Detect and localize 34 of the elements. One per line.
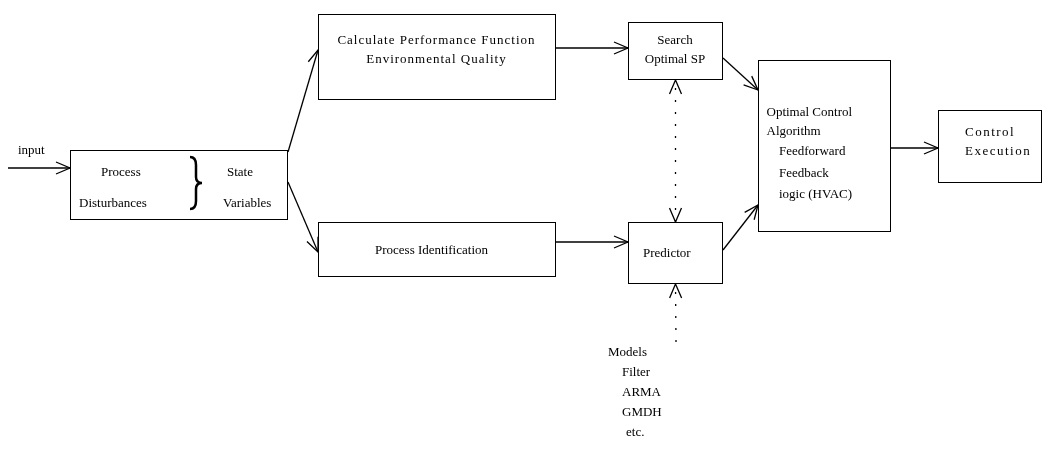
model-list-item: Models xyxy=(608,344,647,360)
process-box xyxy=(758,60,891,232)
process-box xyxy=(70,150,288,220)
node-label: State xyxy=(227,164,253,180)
node-label: Variables xyxy=(223,195,272,211)
node-label: Search Optimal SP xyxy=(643,31,707,68)
arrow xyxy=(555,41,629,55)
process-box xyxy=(628,22,723,80)
model-list-item: ARMA xyxy=(622,384,661,400)
model-list-item: Filter xyxy=(622,364,651,380)
node-label: iogic (HVAC) xyxy=(779,186,853,202)
node-label: Control Execution xyxy=(965,123,1033,160)
arrow xyxy=(555,235,629,249)
process-box xyxy=(938,110,1042,183)
arrow xyxy=(890,141,939,155)
node-label: Process xyxy=(101,164,141,180)
arrow xyxy=(722,57,759,91)
node-label: Feedforward xyxy=(779,143,846,159)
node-label: Process Identification xyxy=(375,242,488,258)
process-box xyxy=(318,222,556,277)
arrow xyxy=(7,161,71,175)
node-label: Disturbances xyxy=(79,195,147,211)
arrow xyxy=(287,181,319,253)
dashed-arrow xyxy=(668,283,683,343)
process-box xyxy=(318,14,556,100)
node-label: Feedback xyxy=(779,165,829,181)
node-label: Calculate Performance Function Environmental Quality xyxy=(336,31,537,68)
process-box xyxy=(628,222,723,284)
node-label: Optimal Control Algorithm xyxy=(766,103,854,140)
arrow xyxy=(722,204,759,251)
model-list-item: GMDH xyxy=(622,404,662,420)
dashed-arrow xyxy=(668,79,683,223)
model-list-item: etc. xyxy=(626,424,645,440)
node-label: Predictor xyxy=(643,245,691,261)
